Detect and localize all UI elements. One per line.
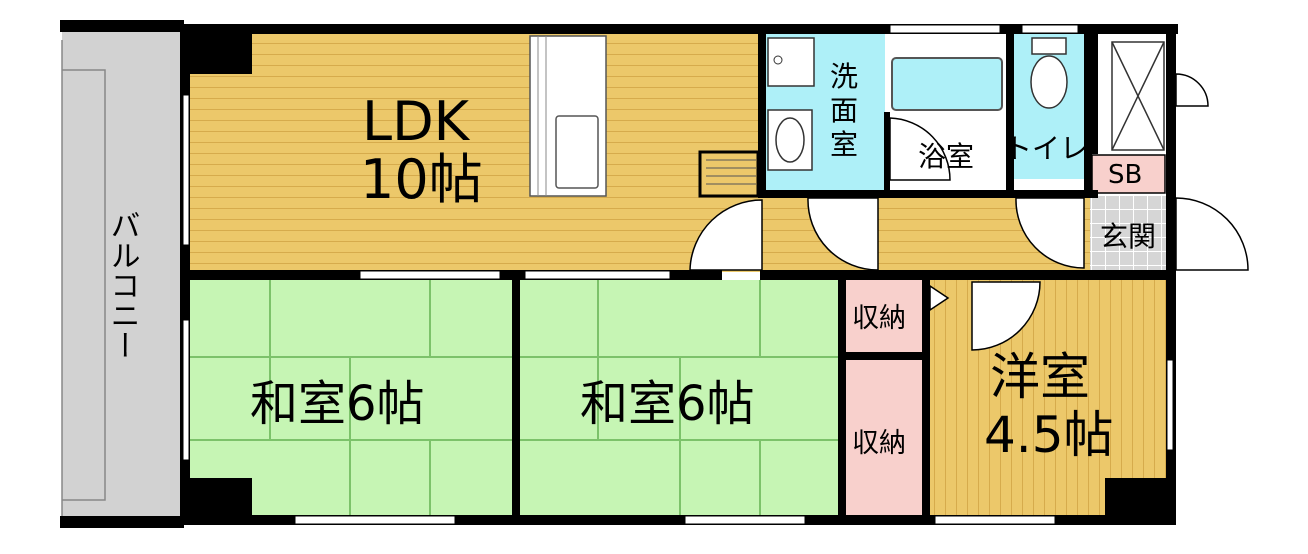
closet-1-label: 収納	[852, 303, 906, 334]
bathroom-label: 浴室	[918, 140, 974, 173]
japanese-room-1-label: 和室6帖	[250, 376, 425, 432]
pipe-shaft	[1111, 41, 1165, 151]
shoebox	[1091, 154, 1166, 194]
closet-2-floor	[846, 360, 922, 517]
japanese-room-2-floor	[518, 280, 840, 517]
kitchen-counter	[529, 35, 607, 197]
balcony-label: バルコニー	[105, 210, 140, 360]
western-room-label: 洋室	[990, 348, 1090, 406]
washroom-label-3: 室	[830, 128, 858, 161]
washroom-label-2: 面	[830, 94, 858, 127]
bathtub	[891, 57, 1003, 111]
closet-1-floor	[846, 280, 922, 352]
washing-machine-pan	[767, 37, 815, 87]
japanese-room-2-label: 和室6帖	[580, 376, 755, 432]
windows	[182, 24, 1174, 525]
entrance-label: 玄関	[1100, 220, 1156, 253]
washroom-label-1: 洗	[830, 60, 858, 93]
drain-icon	[773, 55, 783, 65]
western-room-floor	[930, 280, 1167, 517]
ldk-floor	[190, 32, 760, 272]
entrance-floor	[1090, 195, 1167, 272]
toilet-label: トイレ	[1004, 132, 1088, 165]
balcony	[60, 20, 184, 528]
japanese-room-1-floor	[190, 280, 512, 517]
toilet-icon	[1030, 37, 1068, 109]
ldk-size-label: 10帖	[360, 148, 483, 211]
sink-icon	[775, 117, 805, 163]
door-swings	[689, 73, 1249, 351]
shoebox-label: SB	[1108, 160, 1142, 190]
step-area	[698, 150, 760, 198]
ldk-label: LDK	[362, 90, 471, 153]
western-room-size-label: 4.5帖	[984, 406, 1114, 464]
closet-2-label: 収納	[852, 428, 906, 459]
